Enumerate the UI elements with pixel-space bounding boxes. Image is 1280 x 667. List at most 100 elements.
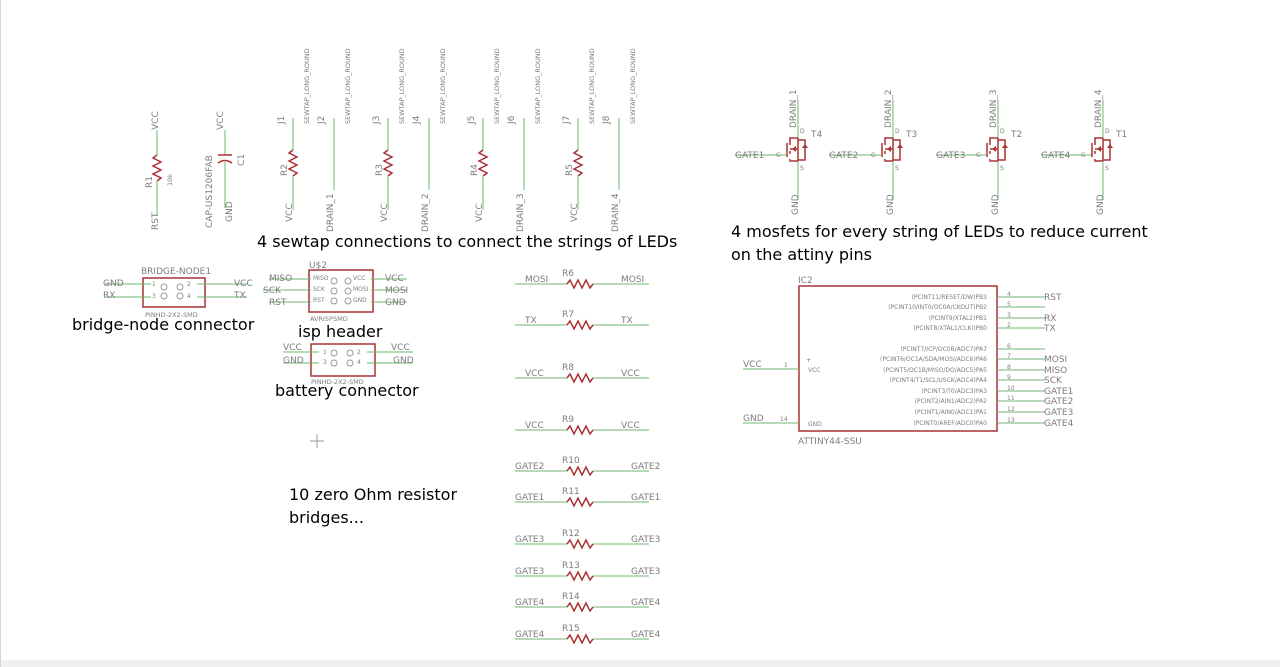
mosfet-gnd-label: GND xyxy=(991,194,1001,215)
ic2-pin-number: 4 xyxy=(1007,291,1011,298)
mosfet-gate-label: GATE2 xyxy=(829,151,858,161)
sewtap-label-right: SEWTAP_LONG_ROUND xyxy=(344,48,352,124)
resistor-right-net: GATE4 xyxy=(631,630,661,640)
sewtap-j-left: J1 xyxy=(277,116,287,125)
resistor-name: R7 xyxy=(562,310,574,320)
mosfet-pin-d: D xyxy=(1000,128,1005,135)
sewtap-label-left: SEWTAP_LONG_ROUND xyxy=(493,48,501,124)
resistor-name: R12 xyxy=(562,529,580,539)
resistor-right-net: VCC xyxy=(621,421,640,431)
isp-header[interactable]: MISO SCK RST VCC MOSI GND U$2 AVRISPSMD … xyxy=(263,261,408,323)
mosfet-pin-s: S xyxy=(1000,165,1004,172)
mosfet-gate-label: GATE1 xyxy=(735,151,764,161)
ic2-vcc-inner: VCC xyxy=(808,367,820,374)
c1-capacitor[interactable]: VCC GND C1 CAP-US1206FAB xyxy=(205,111,247,228)
ic2-pin-number: 2 xyxy=(1007,322,1011,329)
mosfet-name: T1 xyxy=(1115,130,1127,140)
sewtap-drain-label: DRAIN_3 xyxy=(516,193,526,232)
resistor-left-net: GATE4 xyxy=(515,598,545,608)
battery-vcc-right-label: VCC xyxy=(391,343,410,353)
mosfet-drain-label: DRAIN_3 xyxy=(989,89,999,128)
ic2-pin-number: 3 xyxy=(1007,312,1011,319)
isp-gnd-label: GND xyxy=(385,298,406,308)
note-isp: isp header xyxy=(298,322,383,341)
mosfet-drain-label: DRAIN_1 xyxy=(789,89,799,128)
resistor-right-net: GATE3 xyxy=(631,567,660,577)
mosfet-group: GATE1DRAIN_1GNDT4DGSGATE2DRAIN_2GNDT3DGS… xyxy=(735,89,1127,215)
bridge-pin-4: 4 xyxy=(187,293,191,300)
ic2-pin-number: 8 xyxy=(1007,364,1011,371)
bridge-tx-label: TX xyxy=(233,291,246,301)
mosfet-pin-d: D xyxy=(800,128,805,135)
sewtap-resistor-name: R4 xyxy=(470,164,480,176)
isp-inner-sck: SCK xyxy=(313,286,326,293)
ic2-pin-function: (PCINT1/AIN0/ADC1)PA1 xyxy=(915,409,988,416)
note-battery: battery connector xyxy=(275,381,419,400)
isp-package: AVRISPSMD xyxy=(310,315,348,323)
r1-resistor[interactable]: VCC RST R1 10k xyxy=(145,111,174,230)
ic2-pin-function: (PCINT7/ICP/OC0B/ADC7)PA7 xyxy=(900,346,987,353)
ic2-vcc-net: VCC xyxy=(743,360,762,370)
resistor-right-net: GATE4 xyxy=(631,598,661,608)
mosfet-drain-label: DRAIN_2 xyxy=(884,89,894,128)
isp-vcc-label: VCC xyxy=(385,274,404,284)
ic2-pin-net: SCK xyxy=(1044,376,1063,386)
sewtap-j-right: J8 xyxy=(602,115,612,125)
resistor-name: R8 xyxy=(562,363,574,373)
ic2-pin-net: MOSI xyxy=(1044,355,1067,365)
battery-connector[interactable]: 1 2 3 4 PINHD-2X2-SMD VCC GND VCC GND xyxy=(283,343,414,386)
sewtap-label-right: SEWTAP_LONG_ROUND xyxy=(629,48,637,124)
sewtap-j-right: J6 xyxy=(507,115,517,125)
bridge-gnd-label: GND xyxy=(103,279,124,289)
resistor-left-net: GATE1 xyxy=(515,493,544,503)
sewtap-vcc-label: VCC xyxy=(285,203,295,222)
isp-mosi-label: MOSI xyxy=(385,286,408,296)
ic2-pin-function: (PCINT10/INT0/OC0A/CKOUT)PB2 xyxy=(888,304,987,311)
bridge-node-connector[interactable]: 1 2 3 4 BRIDGE-NODE1 PINHD-2X2-SMD GND R… xyxy=(103,267,253,319)
isp-rst-label: RST xyxy=(269,298,287,308)
ic2-pin-net: GATE2 xyxy=(1044,397,1073,407)
sewtap-label-left: SEWTAP_LONG_ROUND xyxy=(303,48,311,124)
mosfet-pin-s: S xyxy=(1105,165,1109,172)
battery-gnd-right-label: GND xyxy=(393,356,414,366)
battery-vcc-left-label: VCC xyxy=(283,343,302,353)
resistor-right-net: MOSI xyxy=(621,275,644,285)
ic2-attiny44[interactable]: IC2 ATTINY44-SSU VCC GND 1 14 VCC GND + … xyxy=(743,276,1074,447)
resistor-left-net: GATE3 xyxy=(515,567,544,577)
r1-vcc-label: VCC xyxy=(151,111,161,130)
ic2-plus-mark: + xyxy=(806,356,811,364)
